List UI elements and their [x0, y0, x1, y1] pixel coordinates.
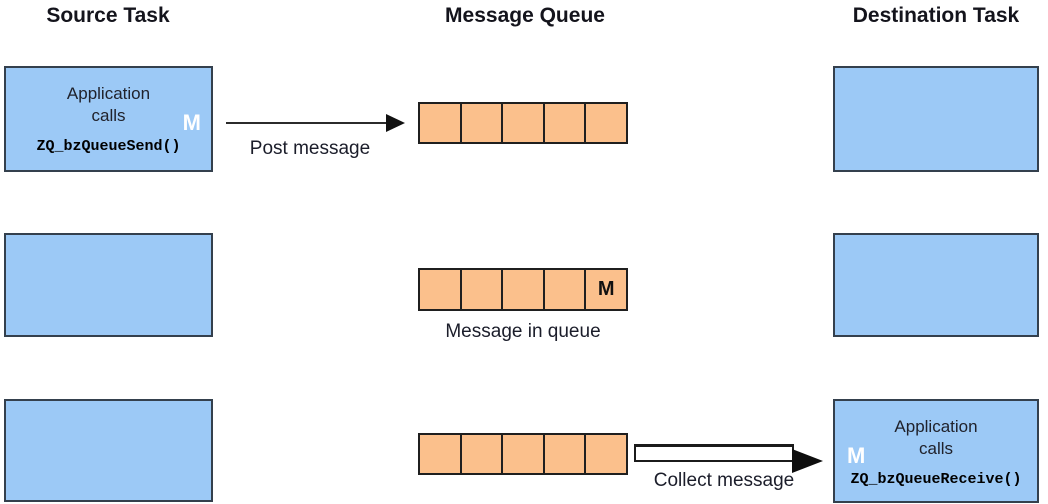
source-task-box-idle [4, 399, 213, 502]
queue-cell-with-message: M [584, 270, 626, 309]
post-message-label: Post message [249, 138, 371, 159]
queue-cell [501, 270, 543, 309]
message-in-queue-label: Message in queue [445, 321, 601, 342]
source-task-box-send: Application calls M ZQ_bzQueueSend() [4, 66, 213, 172]
queue-cell [459, 435, 502, 473]
collect-message-label: Collect message [653, 470, 795, 491]
queue-cell [459, 104, 502, 142]
queue-cell [584, 104, 626, 142]
post-message-arrow-shaft [226, 122, 388, 124]
queue-cell [542, 104, 585, 142]
message-queue-header: Message Queue [445, 4, 605, 27]
message-queue-row2: M [418, 268, 628, 311]
message-queue-row3 [418, 433, 628, 475]
queue-cell [459, 270, 502, 309]
message-marker: M [847, 443, 866, 468]
application-calls-text: Application [894, 417, 978, 436]
collect-message-arrowhead-icon [792, 449, 823, 473]
application-calls-text: calls [918, 439, 953, 458]
message-marker: M [182, 110, 201, 135]
queue-cell [542, 435, 585, 473]
queue-cell [420, 435, 460, 473]
queue-cell [584, 435, 626, 473]
destination-task-header: Destination Task [852, 4, 1020, 27]
message-queue-row1 [418, 102, 628, 144]
queue-send-function-label: ZQ_bzQueueSend() [36, 138, 181, 155]
queue-receive-function-label: ZQ_bzQueueReceive() [850, 471, 1022, 488]
source-task-header: Source Task [46, 4, 170, 27]
queue-cell [501, 435, 543, 473]
queue-cell [542, 270, 585, 309]
destination-task-box-idle [833, 233, 1039, 337]
queue-cell [420, 270, 460, 309]
application-calls-text: Application [66, 84, 151, 103]
destination-task-box-receive: Application calls M ZQ_bzQueueReceive() [833, 399, 1039, 503]
post-message-arrowhead-icon [386, 114, 405, 132]
application-calls-text: calls [91, 106, 126, 125]
collect-message-arrow-shaft [634, 444, 794, 462]
queue-cell [420, 104, 460, 142]
source-task-box-idle [4, 233, 213, 337]
destination-task-box-idle [833, 66, 1039, 172]
queue-cell [501, 104, 543, 142]
